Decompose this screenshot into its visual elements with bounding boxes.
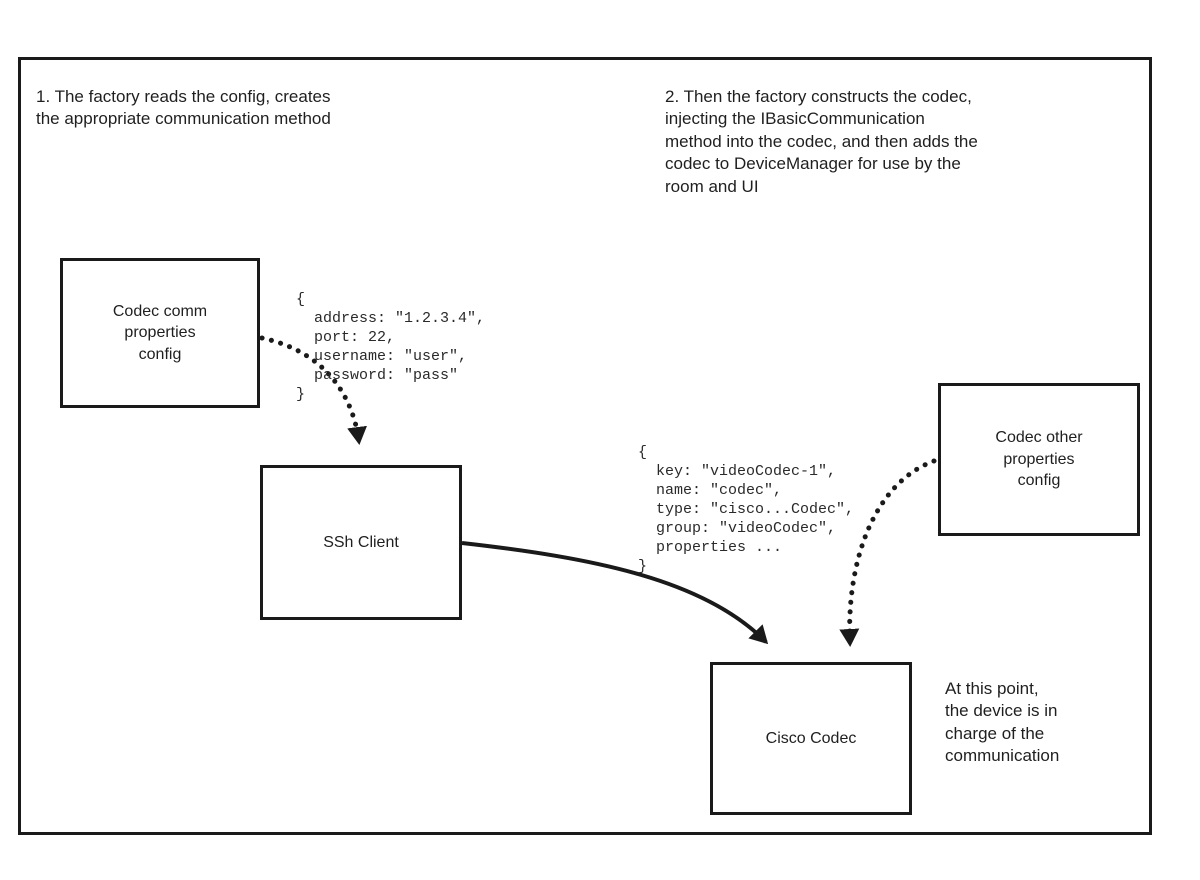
note-step-1: 1. The factory reads the config, creates… xyxy=(36,87,331,129)
box-codec-comm-properties-config: Codec comm properties config xyxy=(60,258,260,408)
code-comm-properties: { address: "1.2.3.4", port: 22, username… xyxy=(296,291,486,403)
box-codec-other-properties-config: Codec other properties config xyxy=(938,383,1140,536)
box-ssh-client: SSh Client xyxy=(260,465,462,620)
note-step-2: 2. Then the factory constructs the codec… xyxy=(665,87,978,196)
note-final: At this point, the device is in charge o… xyxy=(945,679,1060,766)
code-codec-properties: { key: "videoCodec-1", name: "codec", ty… xyxy=(638,444,855,575)
box-cisco-codec: Cisco Codec xyxy=(710,662,912,815)
